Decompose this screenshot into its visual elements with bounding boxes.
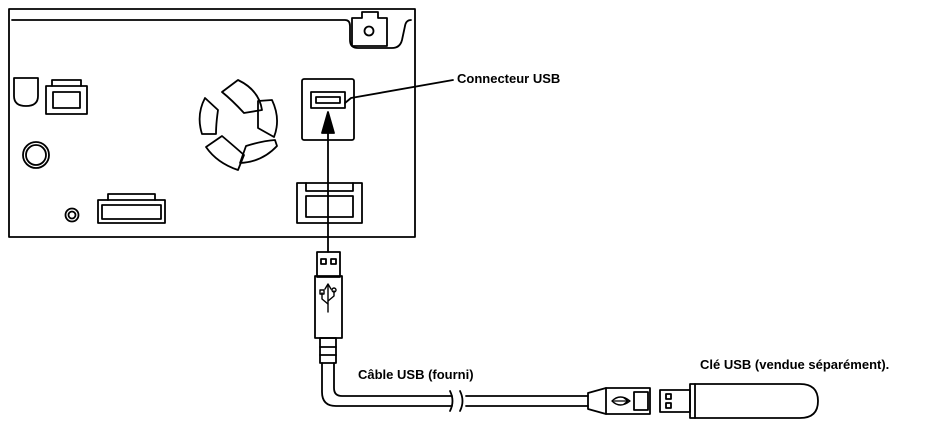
usb-connector-label: Connecteur USB	[457, 71, 561, 86]
round-jack	[22, 141, 50, 169]
usb-flash-key	[659, 383, 819, 419]
insert-arrow	[321, 111, 335, 253]
usb-receptacle	[587, 387, 651, 415]
usb-cable	[321, 362, 589, 412]
usb-cable-plug	[314, 251, 343, 364]
usb-plug-strain-relief	[319, 337, 337, 364]
usb-key-connector	[659, 389, 691, 413]
usb-plug-metal-tip	[316, 251, 341, 278]
usb-key-body	[689, 383, 819, 419]
wiring-harness-connector	[97, 193, 166, 224]
d-port	[13, 77, 39, 107]
mounting-bracket	[351, 11, 388, 47]
chassis-outline	[8, 8, 416, 238]
antenna-connector	[296, 182, 363, 224]
usb-key-label: Clé USB (vendue séparément).	[700, 357, 890, 372]
fan-icon	[198, 79, 278, 171]
aux-connector	[45, 79, 88, 115]
head-unit-rear-panel	[8, 8, 416, 238]
usb-cable-label: Câble USB (fourni)	[358, 367, 474, 382]
inner-panel-outline	[11, 19, 412, 49]
bracket-screw	[363, 25, 375, 37]
small-jack	[64, 207, 80, 223]
leader-line-usb-connector	[344, 79, 454, 104]
usb-symbol-icon	[319, 283, 337, 313]
